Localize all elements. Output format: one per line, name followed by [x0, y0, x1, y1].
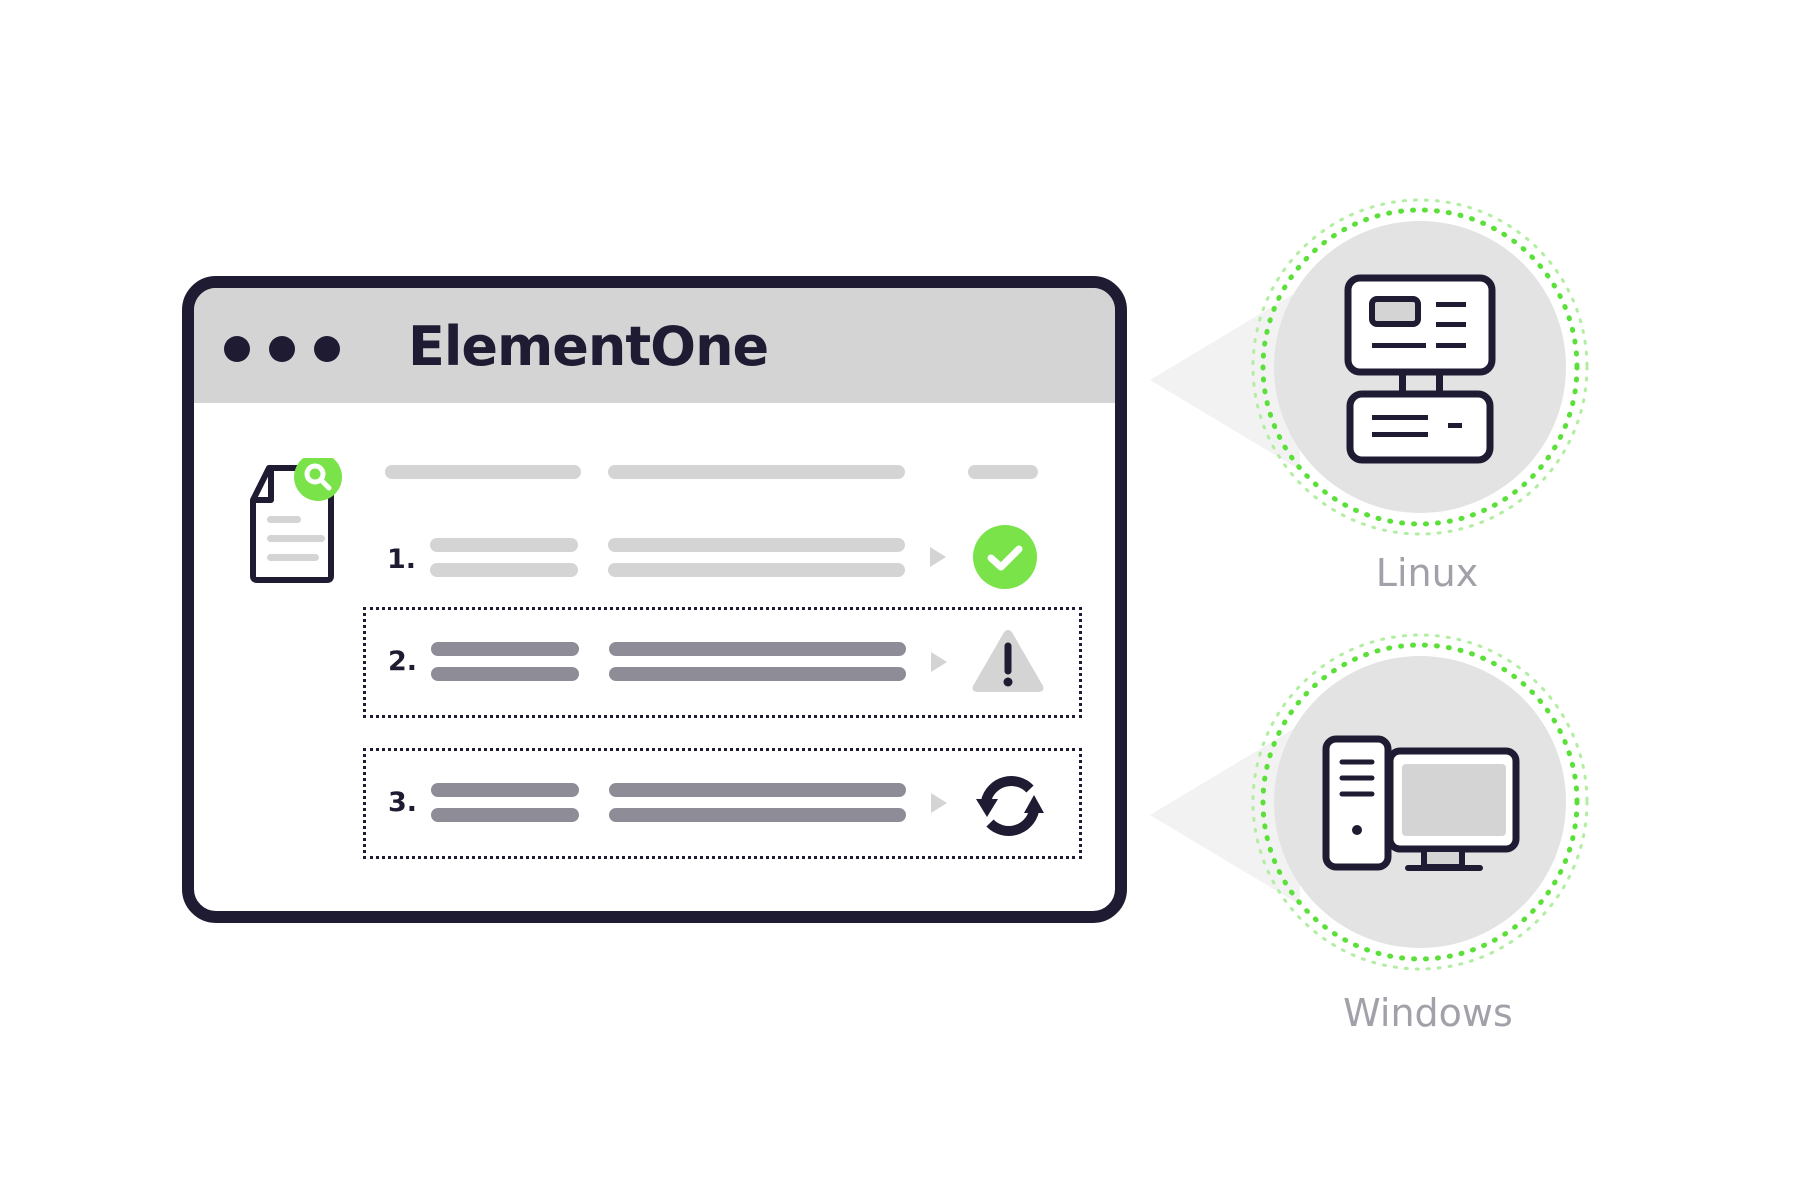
row-text-placeholder: [608, 563, 905, 577]
row-text-placeholder: [430, 563, 578, 577]
linux-label: Linux: [1375, 551, 1479, 595]
window-dot-icon[interactable]: [224, 336, 250, 362]
windows-target[interactable]: [1250, 632, 1590, 972]
server-computer-icon: [1344, 274, 1496, 464]
row-text-placeholder: [431, 642, 579, 656]
row-text-placeholder: [431, 667, 579, 681]
window-dot-icon[interactable]: [269, 336, 295, 362]
row-text-placeholder: [609, 642, 906, 656]
row-number: 3.: [388, 787, 418, 818]
row-text-placeholder: [609, 783, 906, 797]
document-search-icon: [250, 458, 342, 583]
check-circle-icon: [973, 525, 1037, 589]
play-arrow-icon: [931, 793, 947, 813]
window-dot-icon[interactable]: [314, 336, 340, 362]
title-bar: ElementOne: [194, 288, 1115, 403]
row-text-placeholder: [431, 808, 579, 822]
list-row-highlighted[interactable]: 2.: [363, 607, 1082, 718]
column-header-placeholder: [968, 465, 1038, 479]
sync-icon: [976, 776, 1044, 836]
row-text-placeholder: [431, 783, 579, 797]
row-text-placeholder: [608, 538, 905, 552]
app-window: ElementOne 1. 2.: [182, 276, 1127, 923]
row-text-placeholder: [609, 808, 906, 822]
play-arrow-icon: [931, 652, 947, 672]
row-number: 1.: [387, 544, 417, 575]
list-row[interactable]: 1.: [374, 518, 1094, 608]
desktop-computer-icon: [1322, 735, 1520, 871]
linux-target[interactable]: [1250, 197, 1590, 537]
windows-label: Windows: [1343, 991, 1513, 1035]
linux-connector-cone: [1150, 290, 1300, 470]
app-title: ElementOne: [408, 315, 769, 378]
column-header-placeholder: [385, 465, 581, 479]
windows-connector-cone: [1150, 725, 1300, 905]
column-header-placeholder: [608, 465, 905, 479]
play-arrow-icon: [930, 547, 946, 567]
row-text-placeholder: [430, 538, 578, 552]
warning-triangle-icon: [972, 630, 1044, 692]
row-text-placeholder: [609, 667, 906, 681]
list-row-highlighted[interactable]: 3.: [363, 748, 1082, 859]
row-number: 2.: [388, 646, 418, 677]
